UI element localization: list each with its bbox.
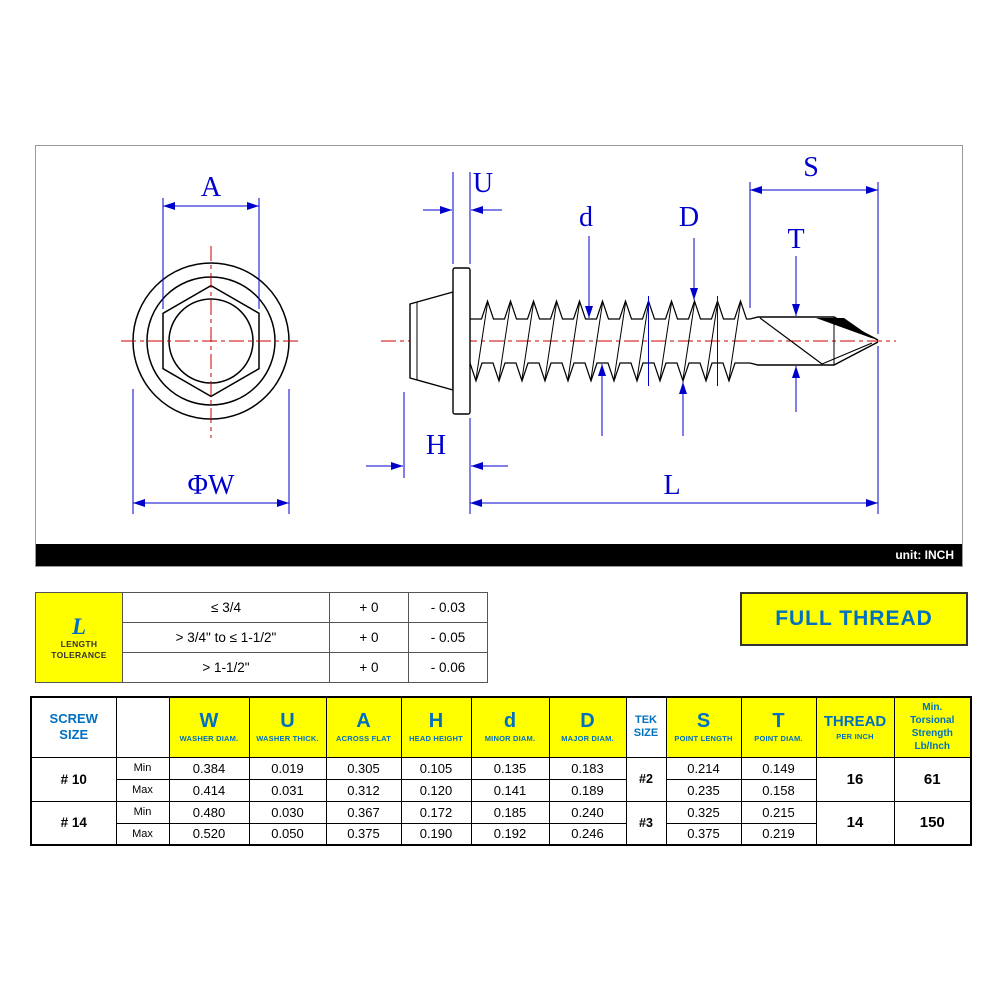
full-thread-label: FULL THREAD xyxy=(775,607,933,630)
tolerance-range-cell: > 1-1/2" xyxy=(122,652,330,683)
value-cell-t: 0.215 xyxy=(740,800,817,824)
value-cell-u: 0.030 xyxy=(248,800,327,824)
tolerance-range-cell: ≤ 3/4 xyxy=(122,592,330,623)
value-cell-a: 0.305 xyxy=(325,756,402,780)
drill-flute-line xyxy=(759,317,823,365)
col-header-torsional-strength: Min. Torsional Strength Lb/Inch xyxy=(893,696,972,758)
value-cell-t: 0.149 xyxy=(740,756,817,780)
tek-size-cell: #3 xyxy=(625,800,667,846)
torsional-strength-cell: 150 xyxy=(893,800,972,846)
value-cell-D: 0.240 xyxy=(548,800,627,824)
dimension-labels: A ΦW U d D S T H L xyxy=(188,152,819,501)
value-cell-w: 0.384 xyxy=(168,756,250,780)
value-cell-t: 0.158 xyxy=(740,778,817,802)
drill-flute-line-2 xyxy=(821,342,873,365)
minmax-cell: Max xyxy=(115,822,170,846)
dim-label-washer-thick: U xyxy=(473,168,493,199)
screw-size-cell: # 14 xyxy=(30,800,117,846)
minmax-cell: Max xyxy=(115,778,170,802)
value-cell-t: 0.219 xyxy=(740,822,817,846)
washer-flange xyxy=(452,267,471,415)
dim-label-major-diam: D xyxy=(679,202,699,233)
dim-label-length: L xyxy=(663,470,680,501)
value-cell-a: 0.375 xyxy=(325,822,402,846)
tolerance-corner-cell: L LENGTH TOLERANCE xyxy=(35,592,123,683)
tolerance-upper-cell: + 0 xyxy=(329,622,409,653)
full-thread-badge: FULL THREAD xyxy=(740,592,968,646)
thread-top-profile xyxy=(470,299,750,320)
dim-label-across-flat: A xyxy=(201,172,222,203)
drill-cutting-edge xyxy=(816,318,874,339)
length-tolerance-table: L LENGTH TOLERANCE ≤ 3/4 + 0 - 0.03 > 3/… xyxy=(35,592,488,683)
dim-label-head-height: H xyxy=(426,430,446,461)
value-cell-h: 0.172 xyxy=(400,800,472,824)
value-cell-d: 0.185 xyxy=(470,800,550,824)
col-header-minmax xyxy=(115,696,170,758)
thread-helix-lines xyxy=(475,302,741,380)
spec-table: SCREW SIZE W WASHER DIAM. U WASHER THICK… xyxy=(30,696,972,846)
value-cell-d: 0.141 xyxy=(470,778,550,802)
col-header-tek-size: TEK SIZE xyxy=(625,696,667,758)
tolerance-symbol: L xyxy=(71,614,87,639)
thread-per-inch-cell: 16 xyxy=(815,756,895,802)
value-cell-s: 0.375 xyxy=(665,822,742,846)
col-header-major-diam: D MAJOR DIAM. xyxy=(548,696,627,758)
value-cell-D: 0.189 xyxy=(548,778,627,802)
value-cell-s: 0.235 xyxy=(665,778,742,802)
value-cell-d: 0.192 xyxy=(470,822,550,846)
value-cell-h: 0.190 xyxy=(400,822,472,846)
torsional-strength-cell: 61 xyxy=(893,756,972,802)
tek-size-cell: #2 xyxy=(625,756,667,802)
dimension-lines xyxy=(132,172,879,514)
col-header-washer-thick: U WASHER THICK. xyxy=(248,696,327,758)
centerlines xyxy=(121,246,896,438)
tolerance-lower-cell: - 0.05 xyxy=(408,622,488,653)
value-cell-w: 0.480 xyxy=(168,800,250,824)
tolerance-lower-cell: - 0.03 xyxy=(408,592,488,623)
value-cell-u: 0.050 xyxy=(248,822,327,846)
thread-per-inch-cell: 14 xyxy=(815,800,895,846)
dim-label-washer-diam: ΦW xyxy=(188,470,235,501)
col-header-washer-diam: W WASHER DIAM. xyxy=(168,696,250,758)
value-cell-s: 0.214 xyxy=(665,756,742,780)
value-cell-w: 0.414 xyxy=(168,778,250,802)
value-cell-h: 0.105 xyxy=(400,756,472,780)
value-cell-u: 0.031 xyxy=(248,778,327,802)
tolerance-caption-line2: TOLERANCE xyxy=(51,650,107,660)
minmax-cell: Min xyxy=(115,756,170,780)
unit-label: unit: INCH xyxy=(895,548,954,562)
minmax-cell: Min xyxy=(115,800,170,824)
tolerance-lower-cell: - 0.06 xyxy=(408,652,488,683)
col-header-point-diam: T POINT DIAM. xyxy=(740,696,817,758)
col-header-thread-per-inch: THREAD PER INCH xyxy=(815,696,895,758)
dim-label-minor-diam: d xyxy=(579,202,593,233)
col-header-head-height: H HEAD HEIGHT xyxy=(400,696,472,758)
col-header-point-length: S POINT LENGTH xyxy=(665,696,742,758)
side-view xyxy=(409,267,879,415)
tolerance-range-cell: > 3/4" to ≤ 1-1/2" xyxy=(122,622,330,653)
value-cell-a: 0.367 xyxy=(325,800,402,824)
tolerance-caption-line1: LENGTH xyxy=(60,639,98,649)
dim-label-point-length: S xyxy=(803,152,819,183)
tolerance-upper-cell: + 0 xyxy=(329,652,409,683)
value-cell-w: 0.520 xyxy=(168,822,250,846)
value-cell-D: 0.246 xyxy=(548,822,627,846)
col-header-minor-diam: d MINOR DIAM. xyxy=(470,696,550,758)
thread-bottom-profile xyxy=(469,362,750,383)
value-cell-a: 0.312 xyxy=(325,778,402,802)
hex-head-profile xyxy=(409,291,454,391)
value-cell-u: 0.019 xyxy=(248,756,327,780)
value-cell-s: 0.325 xyxy=(665,800,742,824)
dim-label-point-diam: T xyxy=(787,224,804,255)
technical-drawing-panel: A ΦW U d D S T H L unit: INCH xyxy=(35,145,963,567)
tolerance-upper-cell: + 0 xyxy=(329,592,409,623)
value-cell-D: 0.183 xyxy=(548,756,627,780)
screw-technical-drawing: A ΦW U d D S T H L xyxy=(121,152,896,514)
col-header-screw-size: SCREW SIZE xyxy=(30,696,117,758)
screw-size-cell: # 10 xyxy=(30,756,117,802)
col-header-across-flat: A ACROSS FLAT xyxy=(325,696,402,758)
value-cell-d: 0.135 xyxy=(470,756,550,780)
value-cell-h: 0.120 xyxy=(400,778,472,802)
unit-bar: unit: INCH xyxy=(36,544,962,566)
